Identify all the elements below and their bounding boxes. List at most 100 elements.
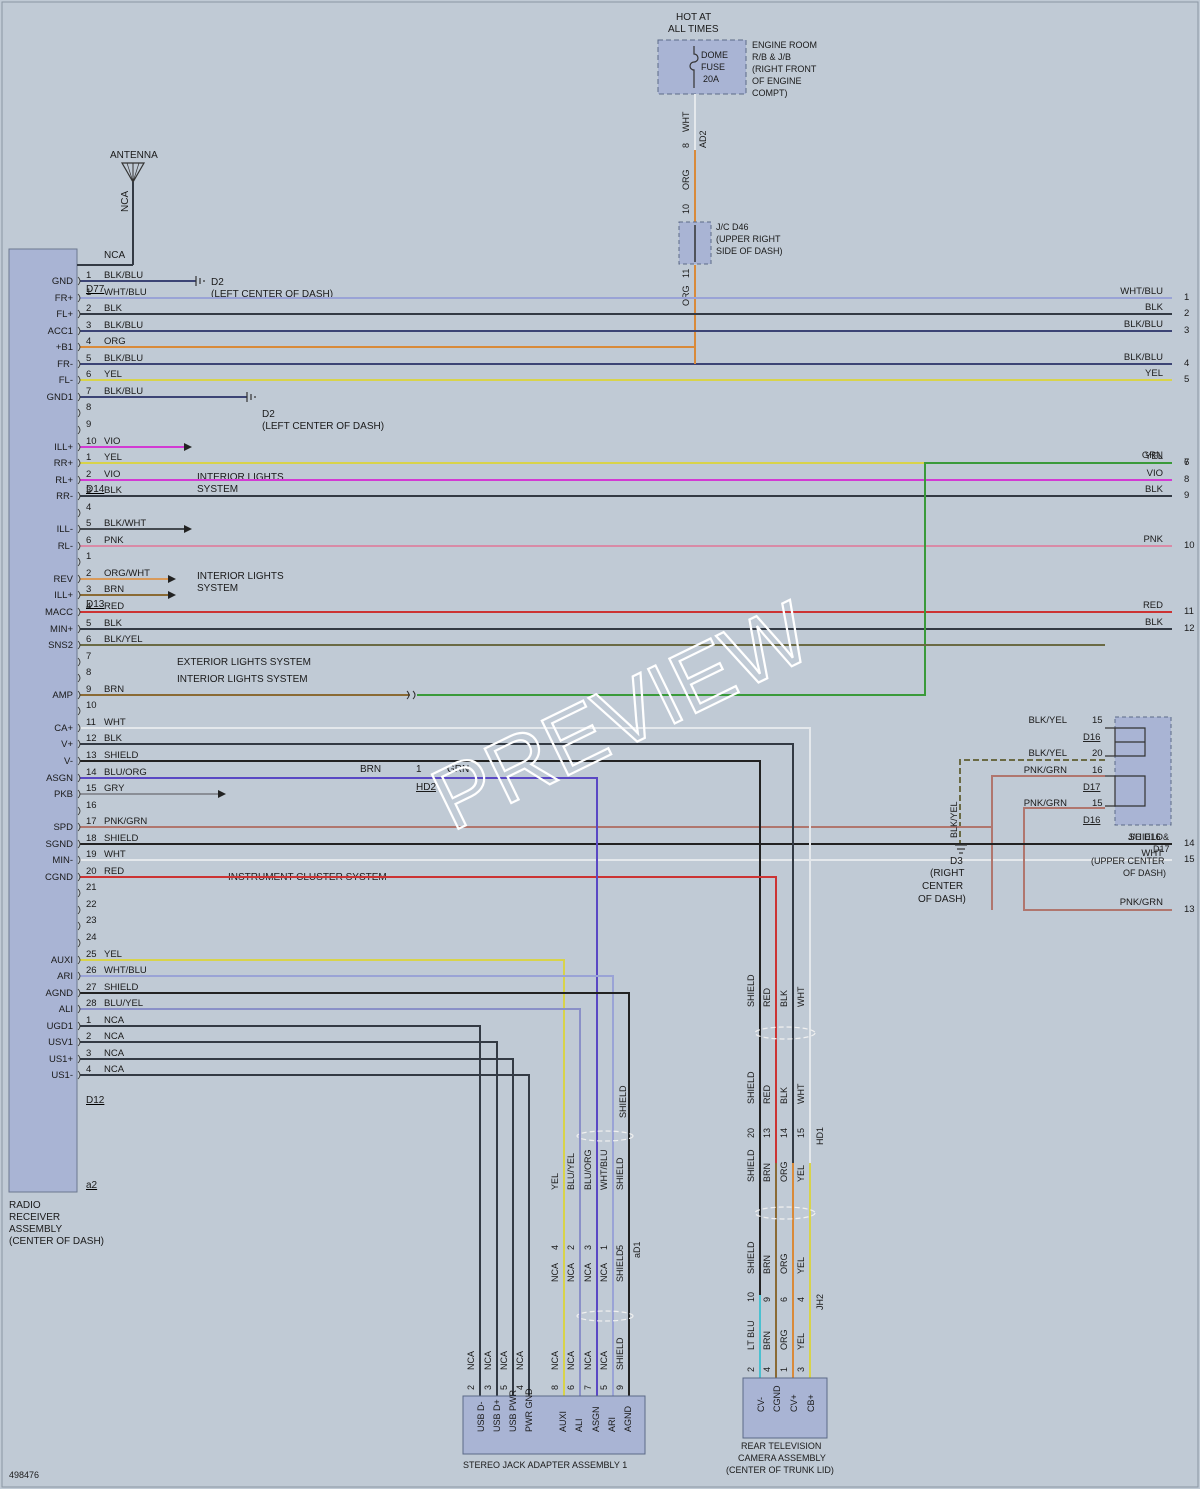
pin-number: 3 <box>86 320 91 331</box>
pin-number: 3 <box>86 584 91 595</box>
pin-mark <box>77 673 81 683</box>
svg-text:CENTER: CENTER <box>922 881 963 892</box>
pin-mark <box>77 508 81 518</box>
svg-text:FUSE: FUSE <box>701 62 725 72</box>
st-terminal: PWR GND <box>524 1388 534 1432</box>
cam-hd1-pin: 15 <box>796 1128 806 1138</box>
jc-color: PNK/GRN <box>1024 765 1067 776</box>
pin-mark <box>77 822 81 832</box>
pin-mark <box>77 706 81 716</box>
st-aux-color: NCA <box>583 1351 593 1370</box>
st-shield-top: SHIELD <box>618 1085 628 1118</box>
cam-bot-pin: 3 <box>796 1367 806 1372</box>
pin-number: 7 <box>86 386 91 397</box>
st-aux-pin: 5 <box>599 1385 609 1390</box>
svg-text:OF DASH): OF DASH) <box>1123 868 1166 878</box>
figure-id: 498476 <box>9 1470 39 1480</box>
pin-mark <box>77 773 81 783</box>
wire-color-label: BRN <box>104 684 124 695</box>
pin-mark <box>77 276 81 286</box>
st-top-color: YEL <box>550 1173 560 1190</box>
terminal-label: ACC1 <box>48 326 73 337</box>
wire-color-label: ORG/WHT <box>104 568 150 579</box>
cam-mid-color: SHIELD <box>746 1149 756 1182</box>
pin-mark <box>77 359 81 369</box>
pin-mark <box>77 342 81 352</box>
right-pin-number: 10 <box>1184 540 1195 551</box>
svg-text:OF ENGINE: OF ENGINE <box>752 76 802 86</box>
cam-bot-color: BRN <box>762 1331 772 1350</box>
pin-mark <box>77 425 81 435</box>
pin-number: 1 <box>86 551 91 562</box>
wire-usb <box>80 1025 481 1396</box>
right-labels: WHT/BLU1BLK2BLK/BLU3BLK/BLU4YEL5YEL7VIO8… <box>1120 286 1195 915</box>
terminal-label: FL- <box>59 375 73 386</box>
pin-number: 21 <box>86 882 97 893</box>
pin-mark <box>77 640 81 650</box>
st-ad1-pin: 4 <box>550 1245 560 1250</box>
wire-camera <box>80 760 761 1163</box>
svg-text:D77: D77 <box>86 284 105 295</box>
fuse-box <box>657 39 747 95</box>
wire-color-label: YEL <box>104 452 122 463</box>
terminal-label: US1+ <box>49 1054 73 1065</box>
right-pin-number: 15 <box>1184 854 1195 865</box>
stereo-jack-title: STEREO JACK ADAPTER ASSEMBLY 1 <box>463 1460 627 1470</box>
right-wire-label: GRN <box>1142 450 1163 461</box>
pin-number: 5 <box>86 353 91 364</box>
svg-text:CAMERA ASSEMBLY: CAMERA ASSEMBLY <box>738 1453 826 1463</box>
wire-camera <box>80 727 811 1163</box>
pin-mark <box>77 1070 81 1080</box>
pin-number: 6 <box>86 634 91 645</box>
pin-mark <box>77 855 81 865</box>
svg-text:(RIGHT FRONT: (RIGHT FRONT <box>752 64 817 74</box>
wire-color-label: NCA <box>104 1031 125 1042</box>
pin-number: 20 <box>86 866 97 877</box>
cam-hd1-color: BLK <box>779 1087 789 1104</box>
st-usb-pin: 5 <box>499 1385 509 1390</box>
pin-mark <box>77 491 81 501</box>
terminal-label: CGND <box>45 872 73 883</box>
st-aux-color: NCA <box>599 1351 609 1370</box>
terminal-label: REV <box>53 574 73 585</box>
jc-d46-label: J/C D46 (UPPER RIGHT SIDE OF DASH) <box>716 222 783 256</box>
pin-number: 15 <box>86 783 97 794</box>
svg-text:D2: D2 <box>262 409 275 420</box>
wire-color-label: YEL <box>104 369 122 380</box>
ground-d3-label: BLK/YEL D3 (RIGHT CENTER OF DASH) <box>918 801 966 905</box>
wire-color-label: BLK/BLU <box>104 320 143 331</box>
antenna-wire-label-2: NCA <box>104 250 125 261</box>
terminal-label: FR+ <box>55 293 74 304</box>
wire-camera <box>80 876 777 1163</box>
st-ad1-name: aD1 <box>632 1241 642 1258</box>
pin-mark <box>77 375 81 385</box>
terminal-label: V+ <box>61 739 73 750</box>
pin-mark <box>77 607 81 617</box>
cam-jh2-color: ORG <box>779 1253 789 1274</box>
st-aux-color: NCA <box>566 1351 576 1370</box>
wire-color-label: VIO <box>104 436 120 447</box>
pin-number: 19 <box>86 849 97 860</box>
pin-number: 1 <box>86 270 91 281</box>
jc-conn: D16 <box>1083 815 1100 826</box>
pin-mark <box>77 326 81 336</box>
pin-number: 27 <box>86 982 97 993</box>
wire-color-label: BLK <box>104 485 123 496</box>
terminal-label: ASGN <box>46 773 73 784</box>
cam-top-color: BLK <box>779 990 789 1007</box>
right-wire-label: VIO <box>1147 468 1163 479</box>
pin-mark <box>77 590 81 600</box>
pin-mark <box>77 955 81 965</box>
jc-color: BLK/YEL <box>1028 748 1067 759</box>
right-pin-number: 9 <box>1184 490 1189 501</box>
st-terminal: ALI <box>574 1418 584 1432</box>
pin-number: 23 <box>86 915 97 926</box>
st-aux-pin: 6 <box>566 1385 576 1390</box>
pin-mark <box>77 541 81 551</box>
right-pin-number: 8 <box>1184 474 1189 485</box>
jc-conn: D16 <box>1083 732 1100 743</box>
cam-jh2-pin: 4 <box>796 1297 806 1302</box>
st-mid-color: SHIELD <box>615 1249 625 1282</box>
